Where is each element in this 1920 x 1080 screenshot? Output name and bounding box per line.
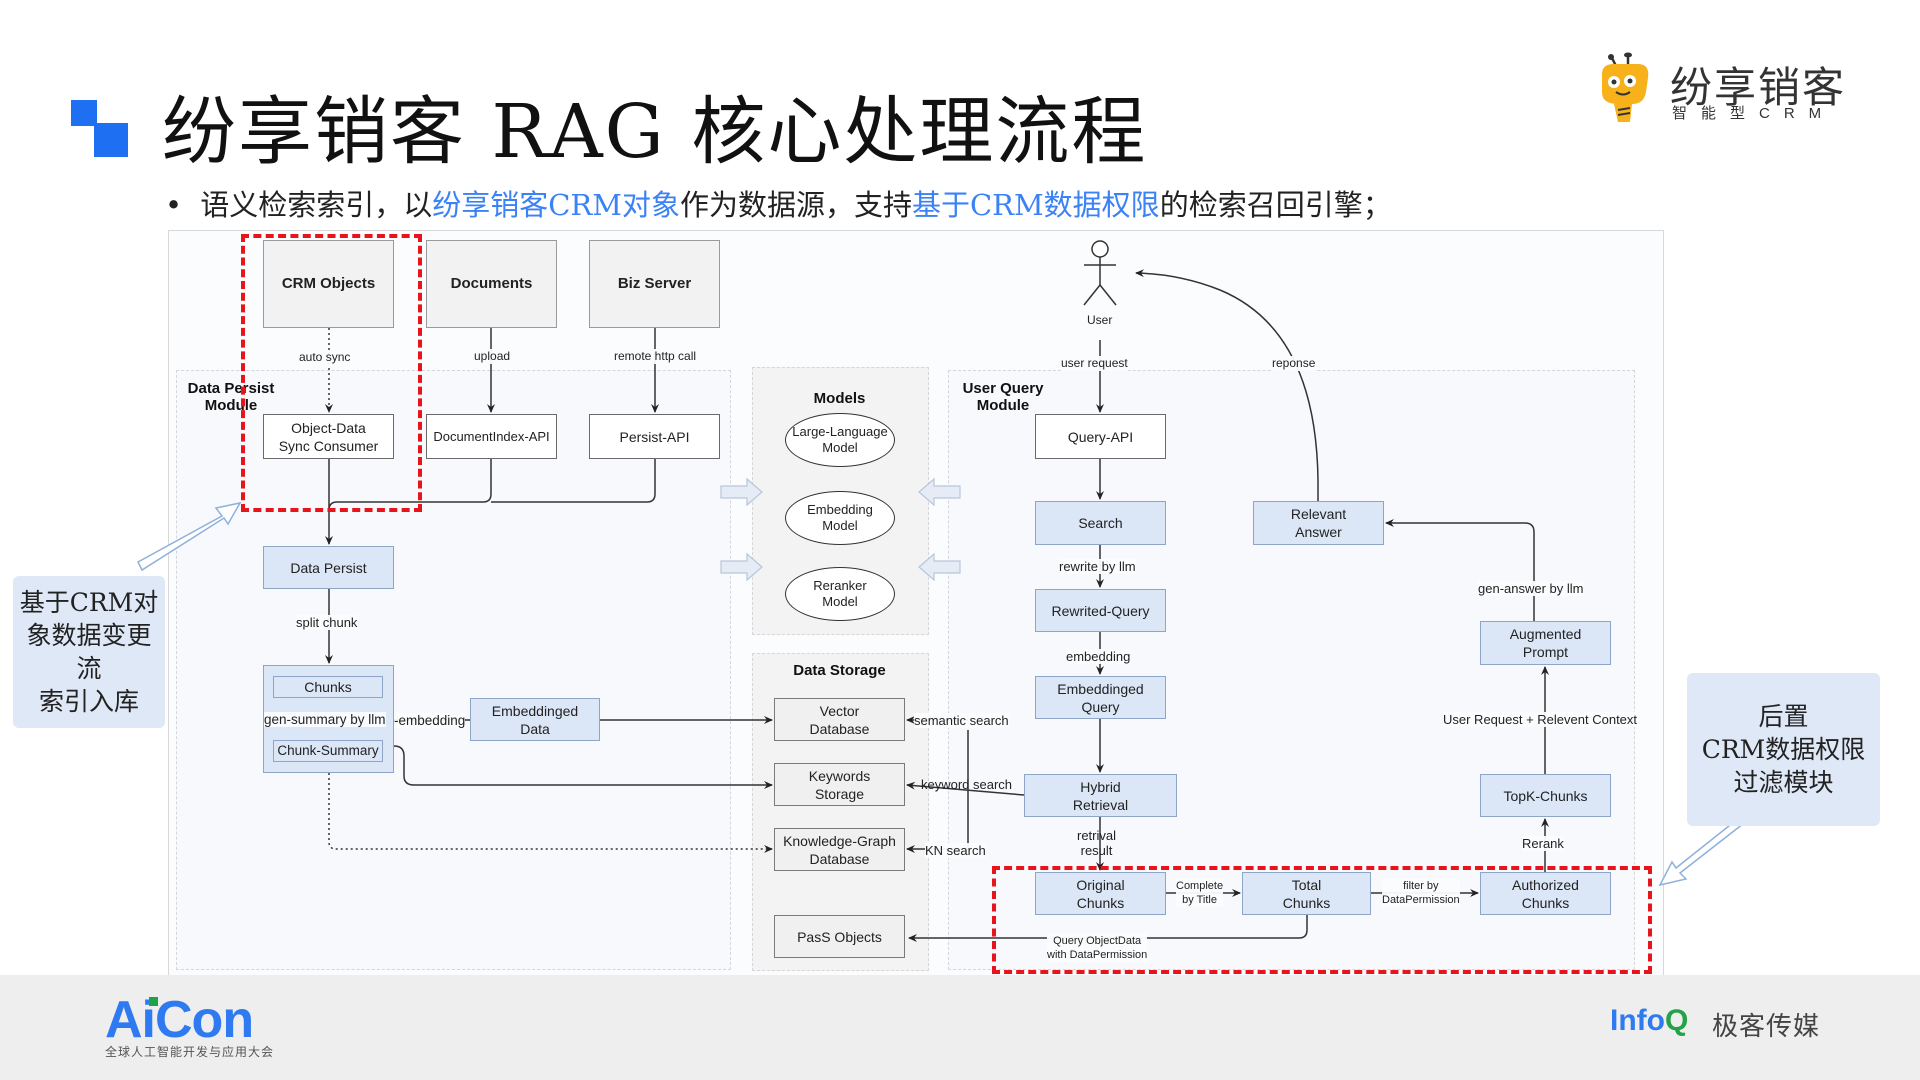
label-kn-search: KN search [925, 843, 986, 858]
label-remote-http: remote http call [614, 349, 697, 364]
node-crm-objects: CRM Objects [263, 240, 394, 328]
bullet-highlight: 基于CRM数据权限 [911, 188, 1160, 222]
label-semantic-search: semantic search [914, 713, 1009, 728]
label-user-request: user request [1061, 356, 1128, 371]
label-user-request-context: User Request + Relevent Context [1443, 712, 1638, 727]
label-keyword-search: keyword search [921, 777, 1013, 792]
node-document-index-api: DocumentIndex-API [426, 414, 557, 459]
node-pass-objects: PasS Objects [774, 915, 905, 958]
label-rewrite-by-llm: rewrite by llm [1059, 559, 1136, 574]
models-title: Models [813, 390, 866, 407]
callout-crm-index: 基于CRM对象数据变更流索引入库 [13, 576, 165, 728]
label-embedding: -embedding [394, 713, 466, 728]
brand-subtitle: 智能型CRM [1672, 105, 1836, 122]
bullet-text: 语义检索索引，以 [200, 188, 433, 222]
label-split-chunk: split chunk [296, 615, 358, 630]
page-title: 纷享销客 RAG 核心处理流程 [162, 89, 1148, 175]
bullet-dot: • [165, 188, 183, 222]
subtitle-bullet: • 语义检索索引，以纷享销客CRM对象作为数据源，支持基于CRM数据权限的检索召… [165, 182, 1392, 224]
footer-bar [0, 975, 1920, 1080]
brand-name: 纷享销客 [1670, 63, 1847, 112]
node-topk-chunks: TopK-Chunks [1480, 774, 1611, 817]
node-rewrited-query: Rewrited-Query [1035, 589, 1166, 632]
brand-logo: 纷享销客 智能型CRM [1592, 52, 1862, 126]
node-chunks: Chunks [273, 676, 383, 698]
bee-mascot-icon [1602, 52, 1649, 122]
infoq-logo: InfoQ [1610, 1004, 1689, 1037]
node-persist-api: Persist-API [589, 414, 720, 459]
title-accent-square [71, 100, 97, 126]
infoq-q-letter: Q [1664, 1004, 1689, 1037]
highlight-crm-sync [241, 234, 422, 512]
label-gen-answer: gen-answer by llm [1478, 581, 1584, 596]
data-storage-title: Data Storage [793, 662, 886, 679]
bullet-text: 作为数据源，支持 [679, 188, 912, 222]
node-documents: Documents [426, 240, 557, 328]
title-accent-square [94, 123, 128, 157]
bullet-highlight: 纷享销客CRM对象 [432, 188, 680, 222]
label-gen-summary: gen-summary by llm [264, 712, 386, 727]
bullet-text: 的检索召回引擎； [1159, 188, 1392, 222]
aicon-logo: AiCon [105, 991, 254, 1049]
label-upload: upload [474, 349, 511, 364]
infoq-cn-name: 极客传媒 [1712, 1011, 1821, 1041]
node-data-persist: Data Persist [263, 546, 394, 589]
node-query-api: Query-API [1035, 414, 1166, 459]
node-biz-server: Biz Server [589, 240, 720, 328]
label-response: reponse [1272, 356, 1316, 371]
aicon-logo-dot [149, 997, 158, 1006]
label-embedding-step: embedding [1066, 649, 1131, 664]
node-search: Search [1035, 501, 1166, 545]
highlight-permission-filter [992, 866, 1652, 974]
aicon-subtitle: 全球人工智能开发与应用大会 [105, 1045, 275, 1059]
label-user: User [1087, 313, 1113, 328]
node-chunk-summary: Chunk-Summary [273, 740, 383, 762]
label-rerank: Rerank [1522, 836, 1564, 851]
label-auto-sync: auto sync [299, 350, 351, 365]
